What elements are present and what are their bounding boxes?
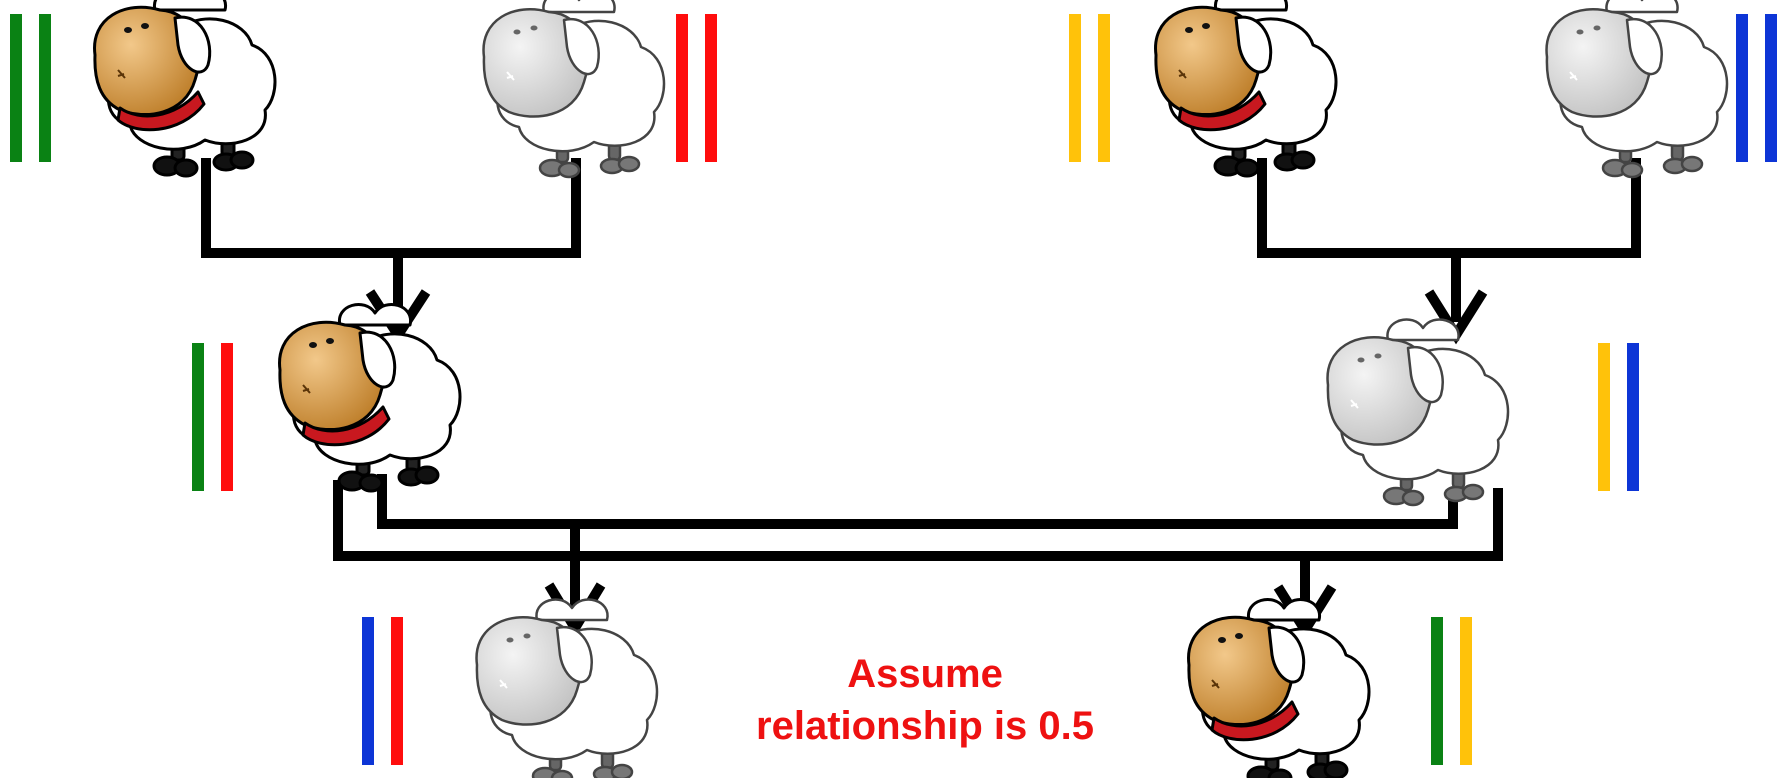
connector-left-grandparents (201, 158, 581, 258)
allele-bar-green (192, 343, 204, 491)
relationship-note: Assume relationship is 0.5 (700, 648, 1150, 752)
connector-right-grandparents (1257, 158, 1641, 258)
sheep-parent-left-icon (278, 302, 462, 493)
sheep-grandparent-c-icon (1154, 0, 1338, 178)
sheep-offspring-right-icon (1187, 597, 1371, 778)
allele-bar-yellow (1098, 14, 1110, 162)
allele-bar-red (221, 343, 233, 491)
allele-bar-red (676, 14, 688, 162)
allele-bar-red (705, 14, 717, 162)
allele-bar-blue (1765, 14, 1777, 162)
allele-bar-red (391, 617, 403, 765)
sheep-parent-right-icon (1326, 318, 1510, 507)
allele-bar-blue (1627, 343, 1639, 491)
allele-bar-green (39, 14, 51, 162)
sheep-grandparent-d-icon (1545, 0, 1729, 179)
allele-bar-green (10, 14, 22, 162)
relationship-note-line2: relationship is 0.5 (756, 704, 1094, 748)
sheep-offspring-left-icon (475, 598, 659, 778)
allele-bar-blue (362, 617, 374, 765)
allele-bar-blue (1736, 14, 1748, 162)
allele-bar-yellow (1069, 14, 1081, 162)
connector-to-offspring-left (377, 474, 1458, 529)
sheep-grandparent-a-icon (93, 0, 277, 178)
relationship-note-line1: Assume (847, 652, 1003, 696)
connector-to-offspring-right (333, 480, 1503, 561)
allele-bar-yellow (1598, 343, 1610, 491)
allele-bar-green (1431, 617, 1443, 765)
allele-bar-yellow (1460, 617, 1472, 765)
allele-bars (10, 14, 1777, 765)
sheep-grandparent-b-icon (482, 0, 666, 179)
